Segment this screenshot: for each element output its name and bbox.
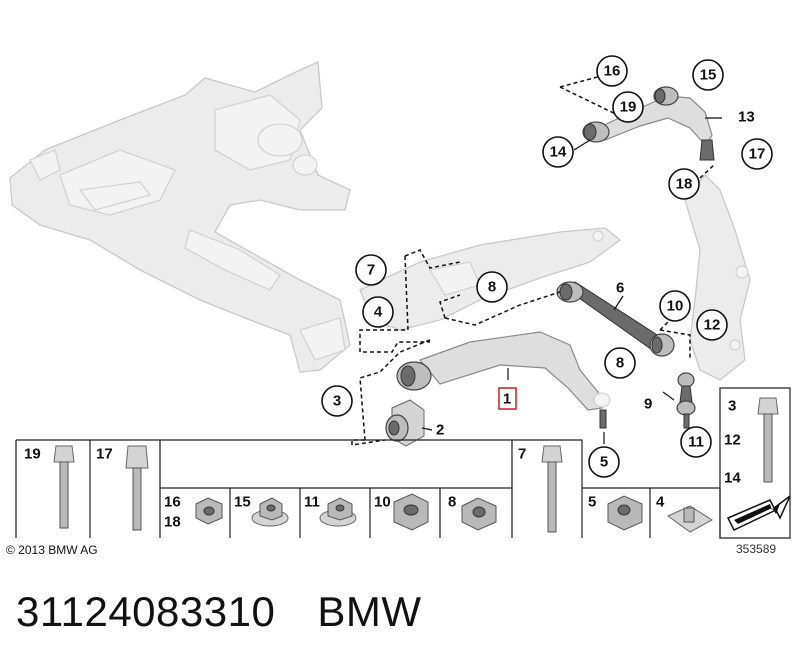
direction-arrow-icon xyxy=(726,495,791,531)
hex-nut-8-icon xyxy=(461,497,497,531)
callout-19-label: 19 xyxy=(620,99,637,116)
callout-14-label: 14 xyxy=(550,144,567,161)
callout-10: 10 xyxy=(659,290,691,322)
tension-strut xyxy=(556,281,675,357)
callout-6-label: 6 xyxy=(616,280,624,297)
callout-12-label: 12 xyxy=(704,317,721,334)
callout-13-label: 13 xyxy=(738,109,755,126)
callout-8-lower: 8 xyxy=(604,347,636,379)
callout-3-label: 3 xyxy=(333,393,341,410)
brand-name: BMW xyxy=(317,588,422,635)
callout-16-label: 16 xyxy=(604,63,621,80)
tray-label-4: 4 xyxy=(656,494,665,511)
tray-label-14: 14 xyxy=(724,470,741,487)
callout-9: 9 xyxy=(644,396,652,413)
callout-9-label: 9 xyxy=(644,396,652,413)
tray-label-12: 12 xyxy=(724,432,741,449)
callout-8-lower-label: 8 xyxy=(616,355,624,372)
callout-11-label: 11 xyxy=(688,434,704,451)
tray-label-18: 18 xyxy=(164,514,181,531)
hex-nut-10-icon xyxy=(393,493,429,531)
tray-label-16: 16 xyxy=(164,494,181,511)
collar-nut-11-icon xyxy=(319,497,357,527)
callout-4-label: 4 xyxy=(374,304,383,321)
tray-label-19: 19 xyxy=(24,446,41,463)
callout-18-label: 18 xyxy=(676,176,693,193)
callout-8-upper: 8 xyxy=(476,271,508,303)
callout-5: 5 xyxy=(588,446,620,478)
callout-2: 2 xyxy=(436,422,444,439)
callout-15-label: 15 xyxy=(700,67,717,84)
stabiliser-link xyxy=(676,372,696,429)
callout-17: 17 xyxy=(741,138,773,170)
tray-label-3: 3 xyxy=(728,398,736,415)
callout-17-label: 17 xyxy=(749,146,766,163)
copyright-notice: © 2013 BMW AG xyxy=(6,543,98,557)
tray-label-15: 15 xyxy=(234,494,251,511)
hex-bolt-7-icon xyxy=(541,445,563,533)
callout-7: 7 xyxy=(355,254,387,286)
wishbone-with-rubber-mount xyxy=(396,331,611,429)
callout-16: 16 xyxy=(596,55,628,87)
callout-1-highlighted: 1 xyxy=(498,387,517,410)
hex-nut-16-18-icon xyxy=(195,497,223,525)
tray-label-10: 10 xyxy=(374,494,391,511)
hex-bolt-19-icon xyxy=(53,445,75,529)
leader-lines xyxy=(421,117,722,444)
highlight-box xyxy=(498,387,517,410)
part-number: 31124083310 xyxy=(16,588,276,635)
callout-12: 12 xyxy=(696,309,728,341)
callout-5-label: 5 xyxy=(600,454,608,471)
diagram-number: 353589 xyxy=(736,542,776,556)
callout-3: 3 xyxy=(321,385,353,417)
tray-label-8: 8 xyxy=(448,494,456,511)
hex-bolt-3-12-14-icon xyxy=(757,397,779,483)
collar-nut-15-icon xyxy=(251,497,289,527)
callout-14: 14 xyxy=(542,136,574,168)
callout-6: 6 xyxy=(616,280,624,297)
callout-8-upper-label: 8 xyxy=(488,279,496,296)
callout-15: 15 xyxy=(692,59,724,91)
callout-13: 13 xyxy=(738,109,755,126)
upper-wishbone xyxy=(582,86,715,161)
tray-label-11: 11 xyxy=(304,494,320,511)
caption: 31124083310 BMW xyxy=(16,588,463,636)
callout-2-label: 2 xyxy=(436,422,444,439)
callout-10-label: 10 xyxy=(667,298,684,315)
bracket-clip-4-icon xyxy=(667,505,713,533)
hex-nut-5-icon xyxy=(607,495,643,531)
wheel-carrier xyxy=(684,174,751,381)
collar-bolt-17-icon xyxy=(125,445,149,531)
callout-1-label: 1 xyxy=(503,391,511,408)
callout-7-label: 7 xyxy=(367,262,375,279)
callout-18: 18 xyxy=(668,168,700,200)
callout-11: 11 xyxy=(680,426,712,458)
tray-label-17: 17 xyxy=(96,446,113,463)
callout-19: 19 xyxy=(612,91,644,123)
tray-label-5: 5 xyxy=(588,494,596,511)
front-axle-subframe xyxy=(9,61,351,373)
parts-tray: 19 17 16 18 15 11 10 8 7 5 4 3 12 14 xyxy=(6,387,791,557)
rubber-mount xyxy=(385,399,425,447)
callout-4: 4 xyxy=(362,296,394,328)
tray-label-7: 7 xyxy=(518,446,526,463)
